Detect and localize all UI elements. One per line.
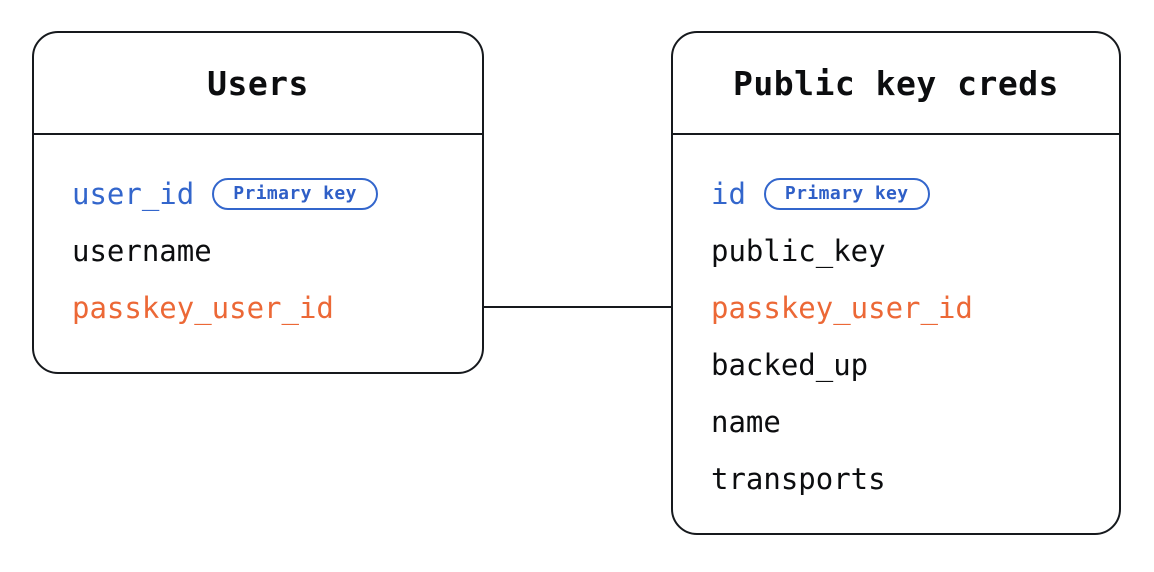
entity-users-field-list: user_id Primary key username passkey_use… <box>34 133 482 336</box>
field-name-name: name <box>711 404 781 439</box>
field-row-name[interactable]: name <box>673 393 1119 450</box>
field-row-id[interactable]: id Primary key <box>673 165 1119 222</box>
field-name-transports: transports <box>711 461 886 496</box>
entity-public-key-creds-header-divider <box>673 133 1119 135</box>
field-row-passkey-user-id[interactable]: passkey_user_id <box>673 279 1119 336</box>
relationship-connector-passkey-user-id <box>483 306 672 308</box>
entity-users-title: Users <box>207 63 309 103</box>
field-name-id: id <box>711 176 746 211</box>
field-row-user-id[interactable]: user_id Primary key <box>34 165 482 222</box>
entity-users[interactable]: Users user_id Primary key username passk… <box>32 31 484 374</box>
entity-users-header-divider <box>34 133 482 135</box>
field-row-username[interactable]: username <box>34 222 482 279</box>
field-name-passkey-user-id: passkey_user_id <box>72 290 334 325</box>
entity-public-key-creds-field-list: id Primary key public_key passkey_user_i… <box>673 133 1119 507</box>
primary-key-badge: Primary key <box>763 177 930 210</box>
field-row-backed-up[interactable]: backed_up <box>673 336 1119 393</box>
field-row-passkey-user-id[interactable]: passkey_user_id <box>34 279 482 336</box>
field-name-backed-up: backed_up <box>711 347 869 382</box>
primary-key-badge: Primary key <box>212 177 378 210</box>
entity-public-key-creds[interactable]: Public key creds id Primary key public_k… <box>671 31 1121 535</box>
field-name-passkey-user-id: passkey_user_id <box>711 290 973 325</box>
field-name-public-key: public_key <box>711 233 886 268</box>
field-name-username: username <box>72 233 212 268</box>
entity-public-key-creds-title: Public key creds <box>733 63 1059 103</box>
field-row-transports[interactable]: transports <box>673 450 1119 507</box>
field-name-user-id: user_id <box>72 176 195 211</box>
field-row-public-key[interactable]: public_key <box>673 222 1119 279</box>
